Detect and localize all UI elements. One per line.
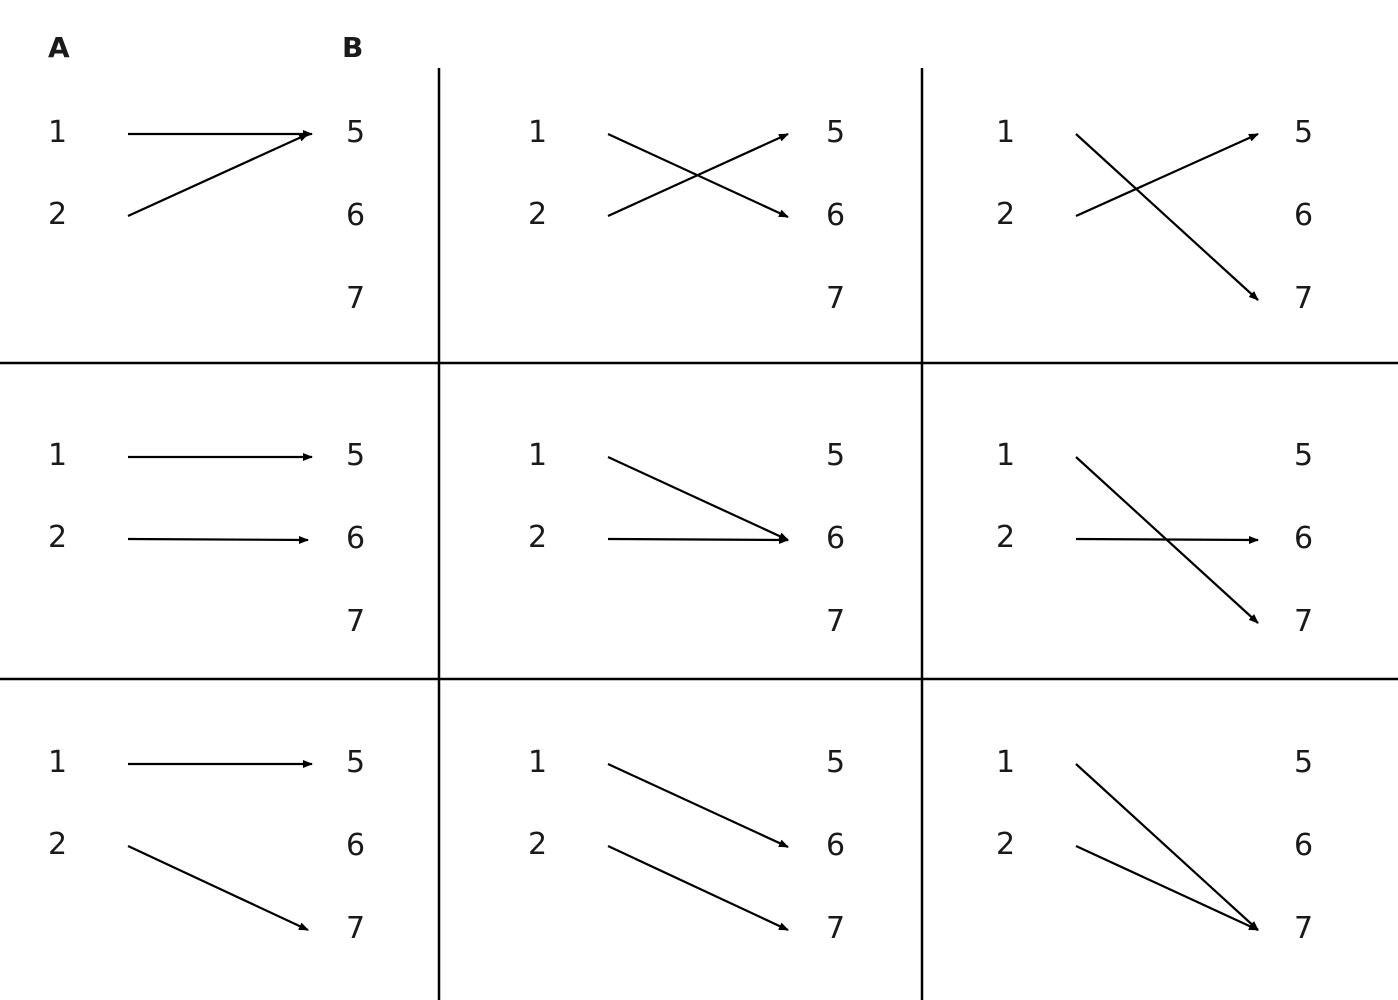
arrow-1-to-6	[607, 456, 789, 541]
set-b-header: B	[342, 31, 363, 64]
arrow-2-to-6	[1075, 535, 1259, 544]
set-a-label-2: 2	[48, 827, 67, 862]
set-a-label-2: 2	[996, 197, 1015, 232]
set-a-label-2: 2	[996, 827, 1015, 862]
set-b-label-5: 5	[1294, 115, 1313, 150]
mapping-cell-5: 1 2 5 6 7	[528, 438, 845, 639]
set-b-label-6: 6	[346, 828, 365, 863]
arrow-2-to-5	[607, 132, 789, 218]
set-a-label-1: 1	[528, 438, 547, 473]
set-b-label-5: 5	[346, 745, 365, 780]
arrow-2-to-5	[127, 132, 309, 218]
set-a-header: A	[48, 31, 70, 64]
arrow-1-to-6	[607, 763, 789, 848]
arrow-2-to-7	[127, 845, 309, 931]
mapping-cell-7: 1 2 5 6 7	[48, 745, 365, 946]
arrow-2-to-7	[1075, 845, 1259, 931]
set-a-label-2: 2	[48, 197, 67, 232]
mapping-cell-2: 1 2 5 6 7	[528, 115, 845, 316]
set-b-label-5: 5	[1294, 745, 1313, 780]
set-b-label-6: 6	[826, 521, 845, 556]
set-a-label-1: 1	[48, 745, 67, 780]
mapping-cell-1: 1 2 5 6 7	[48, 115, 365, 316]
mapping-cell-9: 1 2 5 6 7	[996, 745, 1313, 946]
set-a-label-2: 2	[528, 520, 547, 555]
set-a-label-1: 1	[996, 438, 1015, 473]
arrow-2-to-6	[127, 535, 309, 544]
set-a-label-1: 1	[48, 115, 67, 150]
arrow-1-to-7	[1075, 763, 1259, 931]
set-b-label-7: 7	[346, 604, 365, 639]
set-a-label-2: 2	[996, 520, 1015, 555]
set-b-label-6: 6	[826, 198, 845, 233]
set-b-label-6: 6	[1294, 521, 1313, 556]
arrow-2-to-7	[607, 845, 789, 931]
set-a-label-1: 1	[48, 438, 67, 473]
mapping-cell-6: 1 2 5 6 7	[996, 438, 1313, 639]
arrow-1-to-7	[1075, 133, 1259, 301]
set-b-label-7: 7	[1294, 911, 1313, 946]
set-b-label-6: 6	[1294, 198, 1313, 233]
set-b-label-5: 5	[826, 115, 845, 150]
set-b-label-7: 7	[1294, 281, 1313, 316]
set-a-label-2: 2	[528, 827, 547, 862]
set-a-label-2: 2	[528, 197, 547, 232]
mapping-cells: 1 2 5 6 7 1 2 5 6 7 1 2 5 6 7 1 2 5 6 7 1 2 5 6 7 1 2 5 6 7 1 2 5 6 7 1 2 5 6 7…	[48, 115, 1313, 946]
mapping-cell-4: 1 2 5 6 7	[48, 438, 365, 639]
arrow-2-to-6	[607, 535, 789, 544]
set-a-label-1: 1	[528, 745, 547, 780]
set-b-label-7: 7	[1294, 604, 1313, 639]
set-b-label-5: 5	[1294, 438, 1313, 473]
set-b-label-6: 6	[826, 828, 845, 863]
set-b-label-5: 5	[826, 438, 845, 473]
set-b-label-7: 7	[826, 911, 845, 946]
set-a-label-2: 2	[48, 520, 67, 555]
set-b-label-7: 7	[346, 281, 365, 316]
set-a-label-1: 1	[528, 115, 547, 150]
set-b-label-5: 5	[346, 438, 365, 473]
set-b-label-6: 6	[1294, 828, 1313, 863]
arrow-2-to-5	[1075, 132, 1259, 218]
set-a-label-1: 1	[996, 745, 1015, 780]
mapping-cell-3: 1 2 5 6 7	[996, 115, 1313, 316]
mapping-cell-8: 1 2 5 6 7	[528, 745, 845, 946]
set-b-label-5: 5	[346, 115, 365, 150]
set-b-label-6: 6	[346, 198, 365, 233]
set-b-label-7: 7	[346, 911, 365, 946]
set-b-label-5: 5	[826, 745, 845, 780]
set-b-label-6: 6	[346, 521, 365, 556]
set-b-label-7: 7	[826, 281, 845, 316]
set-b-label-7: 7	[826, 604, 845, 639]
set-a-label-1: 1	[996, 115, 1015, 150]
